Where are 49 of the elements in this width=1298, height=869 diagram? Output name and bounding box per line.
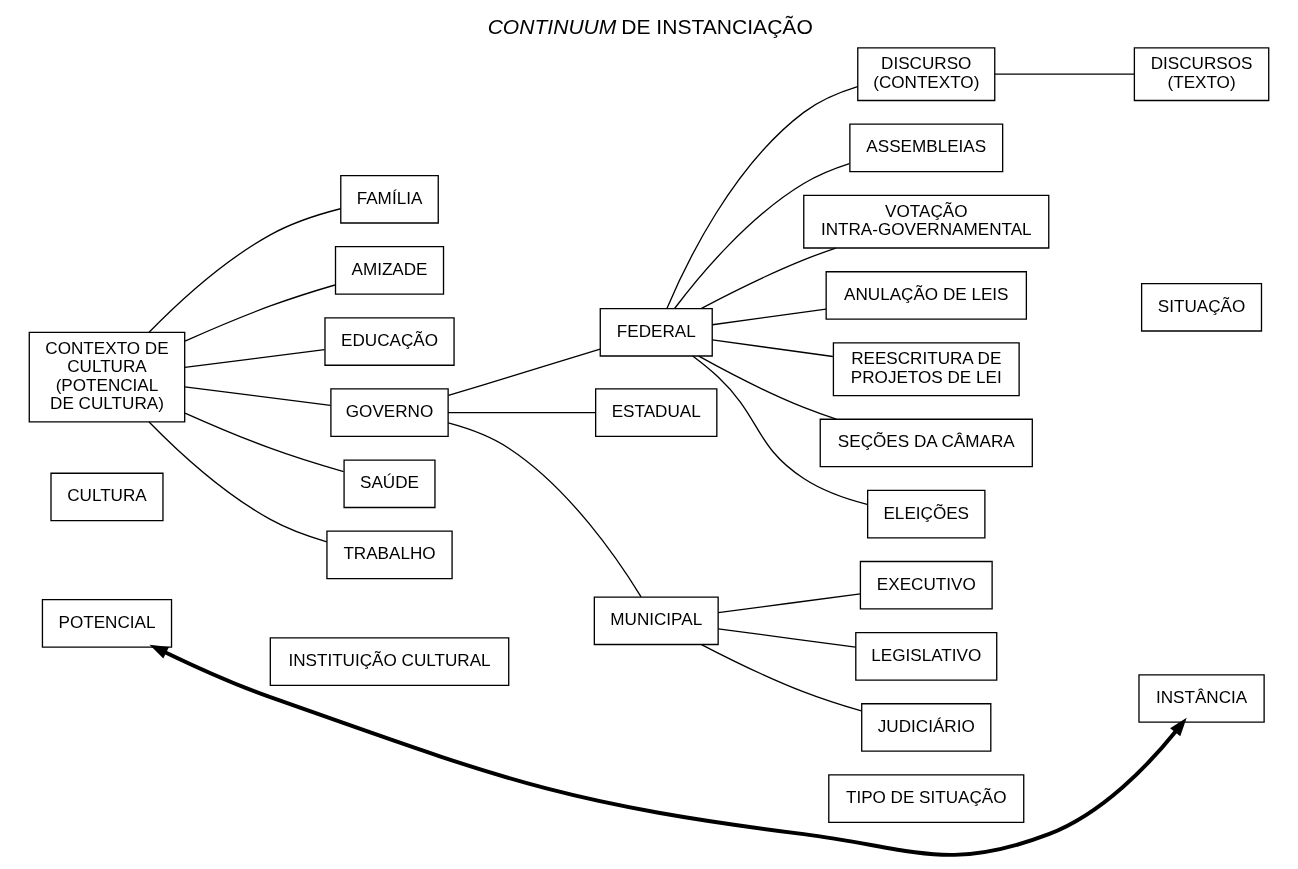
node-box: FEDERAL <box>599 307 713 357</box>
node-box: REESCRITURA DE PROJETOS DE LEI <box>832 342 1020 397</box>
connector <box>700 643 863 712</box>
connector <box>717 628 857 648</box>
node-box: TIPO DE SITUAÇÃO <box>828 774 1025 823</box>
node-box: FAMÍLIA <box>340 174 439 224</box>
node-box: ASSEMBLEIAS <box>849 123 1004 173</box>
node-box: CULTURA <box>50 472 164 522</box>
connector <box>711 308 827 326</box>
connector <box>447 412 597 414</box>
connector <box>184 386 332 406</box>
connector <box>673 162 851 310</box>
node-box: ANULAÇÃO DE LEIS <box>825 271 1028 320</box>
connector <box>698 355 837 420</box>
connector <box>666 86 859 310</box>
connector <box>700 247 837 309</box>
node-box: INSTÂNCIA <box>1138 674 1265 723</box>
node-box: ESTADUAL <box>595 388 718 438</box>
connector <box>447 422 642 598</box>
connector <box>148 208 342 333</box>
connector <box>711 339 834 358</box>
node-box: DISCURSO (CONTEXTO) <box>857 47 996 102</box>
node-box: SITUAÇÃO <box>1140 282 1263 332</box>
connector <box>717 593 861 614</box>
connector <box>994 73 1135 75</box>
connector <box>184 284 336 342</box>
node-box: EDUCAÇÃO <box>324 317 455 366</box>
node-box: MUNICIPAL <box>593 596 719 646</box>
node-box: GOVERNO <box>330 388 449 438</box>
node-box: VOTAÇÃO INTRA-GOVERNAMENTAL <box>803 194 1050 249</box>
node-box: ELEIÇÕES <box>867 489 986 539</box>
arrow <box>149 644 1187 857</box>
node-box: EXECUTIVO <box>859 560 993 610</box>
connector <box>184 412 345 473</box>
connector <box>692 355 868 506</box>
node-box: LEGISLATIVO <box>855 632 998 681</box>
connector <box>447 348 601 396</box>
connector <box>148 421 328 543</box>
diagram-title: CONTINUUM DE INSTANCIAÇÃO <box>487 15 813 39</box>
node-box: DISCURSOS (TEXTO) <box>1133 47 1270 102</box>
node-box: TRABALHO <box>326 530 453 580</box>
node-box: SEÇÕES DA CÂMARA <box>819 418 1033 468</box>
node-box: JUDICIÁRIO <box>861 703 992 752</box>
connector <box>184 348 326 369</box>
node-box: AMIZADE <box>334 246 445 295</box>
node-box: CONTEXTO DE CULTURA (POTENCIAL DE CULTURA) <box>28 331 186 423</box>
node-box: POTENCIAL <box>41 599 173 648</box>
node-box: SAÚDE <box>343 459 436 509</box>
node-box: INSTITUIÇÃO CULTURAL <box>269 637 510 686</box>
